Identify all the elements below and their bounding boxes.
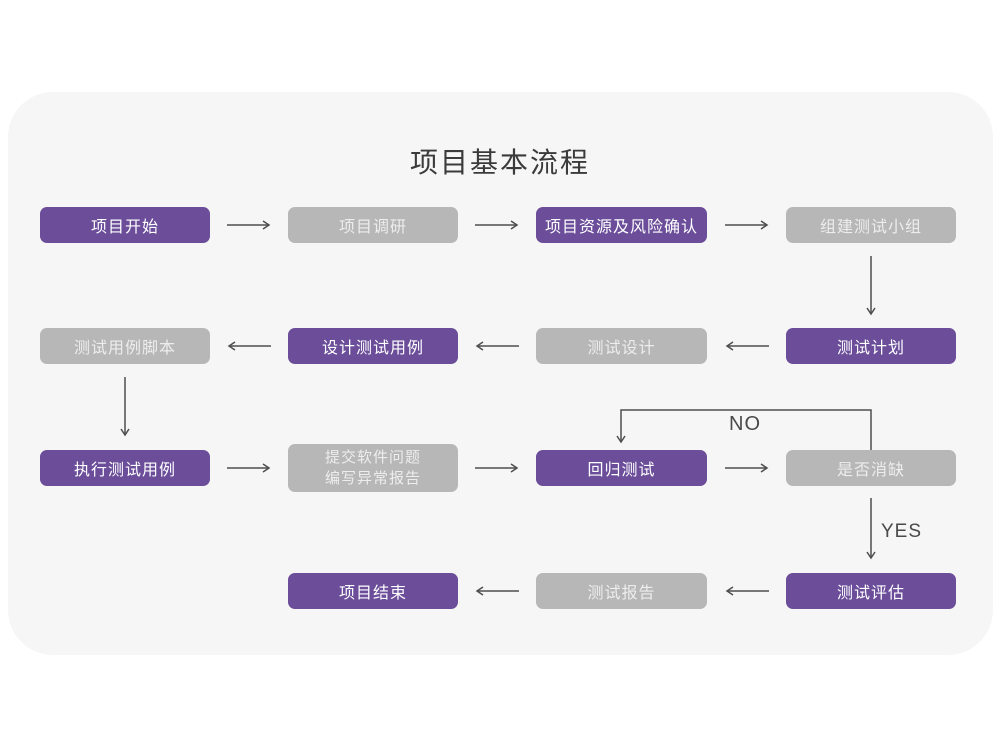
node-test-design: 测试设计 bbox=[536, 328, 707, 364]
flowchart-card bbox=[8, 92, 993, 655]
node-test-report: 测试报告 bbox=[536, 573, 707, 609]
page-title: 项目基本流程 bbox=[409, 147, 590, 178]
node-project-end: 项目结束 bbox=[288, 573, 458, 609]
node-project-start: 项目开始 bbox=[40, 207, 210, 243]
node-test-plan: 测试计划 bbox=[786, 328, 956, 364]
node-build-team: 组建测试小组 bbox=[786, 207, 956, 243]
node-submit-report: 提交软件问题 编写异常报告 bbox=[288, 444, 458, 492]
edge-label-no: NO bbox=[729, 413, 761, 435]
edge-label-yes: YES bbox=[881, 521, 923, 542]
node-execute-cases: 执行测试用例 bbox=[40, 450, 210, 486]
node-design-cases: 设计测试用例 bbox=[288, 328, 458, 364]
node-submit-report-line1: 提交软件问题 bbox=[324, 449, 421, 466]
node-regression: 回归测试 bbox=[536, 450, 707, 486]
node-resource-risk: 项目资源及风险确认 bbox=[536, 207, 707, 243]
node-defect-resolved: 是否消缺 bbox=[786, 450, 956, 486]
node-submit-report-line2: 编写异常报告 bbox=[324, 470, 421, 487]
node-project-research: 项目调研 bbox=[288, 207, 458, 243]
node-test-evaluation: 测试评估 bbox=[786, 573, 956, 609]
node-case-script: 测试用例脚本 bbox=[40, 328, 210, 364]
